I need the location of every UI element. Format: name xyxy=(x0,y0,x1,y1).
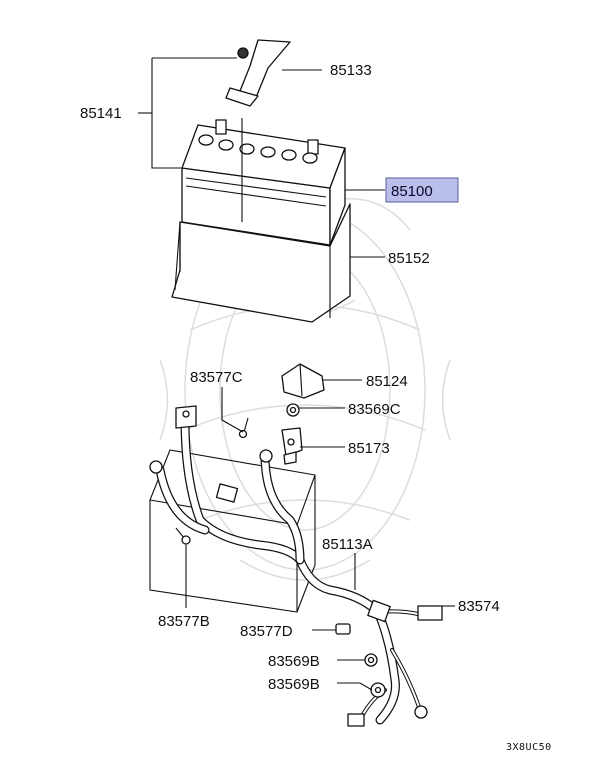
battery-caps xyxy=(198,119,319,164)
terminal-cover-85124[interactable] xyxy=(281,363,325,399)
battery-tray-85152[interactable] xyxy=(171,203,351,323)
label-85124[interactable]: 85124 xyxy=(366,373,408,390)
bolt-83577B[interactable] xyxy=(175,527,191,545)
label-85113A[interactable]: 85113A xyxy=(322,536,373,553)
terminal-85173[interactable] xyxy=(281,427,303,465)
label-83569B-2[interactable]: 83569B xyxy=(268,676,320,693)
terminal-left xyxy=(149,405,273,503)
label-85152[interactable]: 85152 xyxy=(388,250,430,267)
label-85100: 85100 xyxy=(391,183,433,200)
nut-83569B-1[interactable] xyxy=(364,653,378,667)
bolt-83577D[interactable] xyxy=(335,623,351,635)
label-85100-highlight[interactable]: 85100 xyxy=(385,177,459,203)
diagram-code: 3X8UC50 xyxy=(506,742,552,753)
nut-83569C[interactable] xyxy=(286,403,300,417)
label-83569C[interactable]: 83569C xyxy=(348,401,401,418)
leader-lines-upper xyxy=(138,57,385,258)
harness-85113A[interactable] xyxy=(155,415,443,727)
label-85141[interactable]: 85141 xyxy=(80,105,122,122)
label-83577C[interactable]: 83577C xyxy=(190,369,243,386)
battery-85100[interactable] xyxy=(181,118,346,246)
battery-outline-lower xyxy=(149,449,316,613)
bolt-83577C[interactable] xyxy=(238,417,249,439)
label-85133[interactable]: 85133 xyxy=(330,62,372,79)
label-85173[interactable]: 85173 xyxy=(348,440,390,457)
hold-down-clamp-85133[interactable] xyxy=(225,39,291,107)
label-83574[interactable]: 83574 xyxy=(458,598,500,615)
label-83577B[interactable]: 83577B xyxy=(158,613,210,630)
leader-lines-lower xyxy=(185,379,455,691)
label-83577D[interactable]: 83577D xyxy=(240,623,293,640)
label-83569B-1[interactable]: 83569B xyxy=(268,653,320,670)
